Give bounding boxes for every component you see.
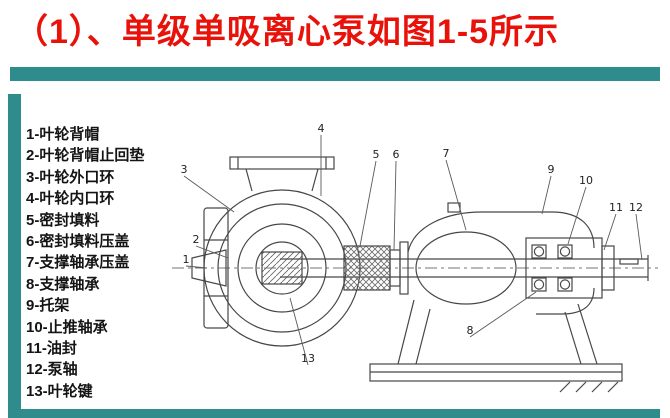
impeller	[191, 223, 327, 313]
callout-leader-line	[195, 245, 229, 259]
title-underline-bar	[10, 67, 660, 81]
pump-base	[369, 363, 623, 393]
bearings	[525, 237, 615, 299]
callout-leader-line	[359, 160, 377, 247]
callout-number: 3	[181, 163, 188, 176]
parts-list-item: 2-叶轮背帽止回垫	[26, 147, 145, 165]
callout-leader-line	[469, 291, 537, 338]
callout-number: 13	[301, 352, 315, 365]
bearing-bracket	[397, 202, 598, 365]
discharge-flange	[229, 156, 335, 192]
parts-list-item: 5-密封填料	[26, 211, 100, 229]
parts-list-item: 3-叶轮外口环	[26, 168, 115, 186]
parts-list-item: 1-叶轮背帽	[26, 126, 100, 143]
parts-list-item: 7-支撑轴承压盖	[26, 254, 130, 272]
callout-leader-line	[393, 160, 397, 251]
callout-number: 11	[609, 201, 623, 214]
callout-number: 2	[193, 233, 200, 246]
parts-list-item: 12-泵轴	[26, 361, 78, 379]
callout-number: 6	[393, 148, 400, 161]
pump-drawing	[172, 156, 658, 393]
parts-list-item: 11-油封	[26, 340, 77, 358]
parts-list-item: 10-止推轴承	[26, 318, 108, 336]
callout-leader-line	[445, 159, 467, 231]
parts-list-item: 6-密封填料压盖	[26, 233, 130, 251]
bearing-end-cover	[601, 245, 615, 291]
stuffing-box	[343, 241, 409, 295]
callout-number: 1	[183, 253, 190, 266]
shaft-keyway	[619, 258, 639, 265]
callout-leader-line	[635, 213, 643, 261]
callout-number: 10	[579, 174, 593, 187]
left-accent-bar	[8, 94, 21, 418]
callout-leader-line	[289, 297, 309, 366]
callout-leader-line	[541, 175, 552, 215]
callout-leader-line	[603, 213, 617, 251]
parts-list-item: 8-支撑轴承	[26, 275, 100, 293]
callout-leader-line	[183, 175, 235, 213]
bottom-accent-bar	[8, 409, 660, 418]
pump-shaft	[280, 255, 649, 281]
parts-list-item: 4-叶轮内口环	[26, 190, 115, 208]
bracket-bolt	[447, 202, 461, 213]
parts-list-item: 13-叶轮键	[26, 382, 93, 400]
callout-leader-line	[185, 265, 208, 269]
callout-leader-line	[567, 186, 587, 245]
parts-list: 1-叶轮背帽 2-叶轮背帽止回垫 3-叶轮外口环 4-叶轮内口环 5-密封填料 6-密封填…	[26, 124, 144, 402]
callout-number: 7	[443, 147, 450, 160]
parts-list-item: 9-托架	[26, 297, 70, 315]
callout-number: 5	[373, 148, 380, 161]
callout-number: 12	[629, 201, 643, 214]
callout-number: 4	[318, 122, 325, 135]
page-title: （1）、单级单吸离心泵如图1-5所示	[14, 13, 560, 51]
callout-number: 9	[548, 163, 555, 176]
callout-number: 8	[467, 324, 474, 337]
